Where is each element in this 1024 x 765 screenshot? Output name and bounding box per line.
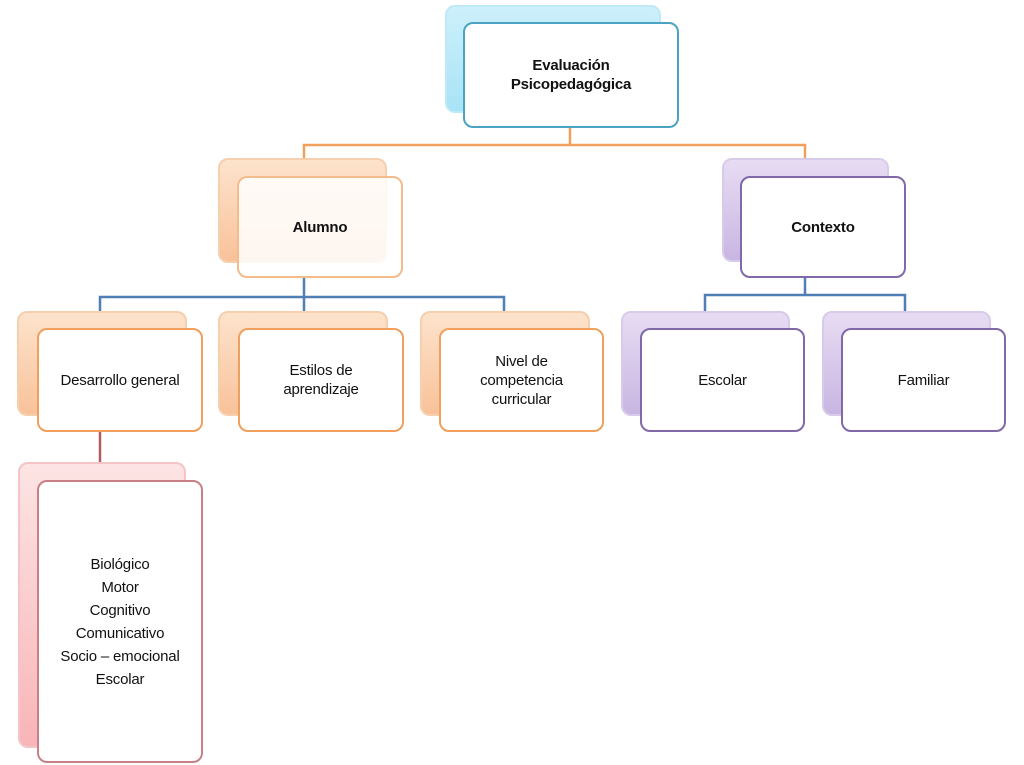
node-estilos-line-1: Estilos de bbox=[289, 362, 353, 379]
node-familiar-label: Familiar bbox=[897, 371, 950, 389]
node-desarrollo-box: Desarrollo general bbox=[37, 328, 203, 432]
node-escolar-label: Escolar bbox=[698, 371, 747, 389]
area-item: Motor bbox=[101, 578, 139, 596]
node-estilos-line-2: aprendizaje bbox=[283, 381, 359, 398]
connector-contexto-children bbox=[703, 293, 907, 312]
connector-alumno-children bbox=[98, 295, 506, 312]
node-nivel-line-1: Nivel de bbox=[495, 352, 548, 370]
area-item: Socio – emocional bbox=[60, 647, 180, 665]
node-evaluacion-line-1: Evaluación bbox=[532, 57, 610, 74]
node-contexto-box: Contexto bbox=[740, 176, 906, 278]
node-familiar-box: Familiar bbox=[841, 328, 1006, 432]
node-evaluacion-box: Evaluación Psicopedagógica bbox=[463, 22, 679, 128]
node-nivel-line-2: competencia bbox=[480, 371, 563, 389]
node-estilos-text: Estilos de aprendizaje bbox=[283, 361, 359, 399]
node-nivel-text: Nivel de competencia curricular bbox=[480, 352, 563, 409]
node-areas-text: Biológico Motor Cognitivo Comunicativo S… bbox=[60, 553, 179, 691]
node-nivel-box: Nivel de competencia curricular bbox=[439, 328, 604, 432]
node-alumno-label: Alumno bbox=[292, 218, 348, 236]
node-alumno-box: Alumno bbox=[237, 176, 403, 278]
node-contexto-label: Contexto bbox=[791, 218, 855, 236]
area-item: Biológico bbox=[90, 555, 150, 573]
area-item: Escolar bbox=[95, 670, 145, 688]
node-estilos-box: Estilos de aprendizaje bbox=[238, 328, 404, 432]
node-evaluacion-text: Evaluación Psicopedagógica bbox=[510, 56, 632, 94]
area-item: Cognitivo bbox=[89, 601, 151, 619]
node-areas-box: Biológico Motor Cognitivo Comunicativo S… bbox=[37, 480, 203, 763]
node-escolar-box: Escolar bbox=[640, 328, 805, 432]
node-evaluacion-line-2: Psicopedagógica bbox=[510, 76, 632, 93]
area-item: Comunicativo bbox=[75, 624, 165, 642]
node-nivel-line-3: curricular bbox=[491, 390, 552, 408]
node-desarrollo-label: Desarrollo general bbox=[60, 371, 180, 389]
